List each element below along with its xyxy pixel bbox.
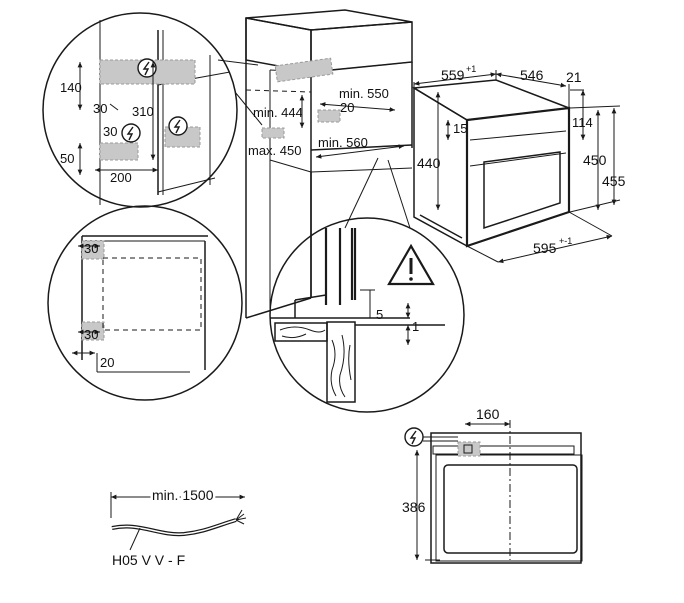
dim-595: 595 — [533, 240, 557, 256]
dim-140: 140 — [60, 80, 82, 95]
dim-15: 15 — [453, 121, 467, 136]
dim-386: 386 — [402, 499, 426, 515]
dim-50: 50 — [60, 151, 74, 166]
detail-mid-left: 30 30 20 — [47, 205, 243, 401]
cable: min. 1500 H05 V V - F — [110, 485, 247, 568]
cabinet: min. 444 min. 550 20 max. 450 min. 560 — [245, 9, 413, 320]
oven: 559 +1 546 21 15 440 114 450 455 595 +-1 — [411, 64, 626, 264]
dim-min-550: min. 550 — [339, 86, 389, 101]
dim-30-a: 30 — [93, 101, 107, 116]
dim-30-top: 30 — [84, 241, 98, 256]
dim-20-cabinet: 20 — [340, 100, 354, 115]
detail-top-left: 140 30 310 30 50 200 — [42, 12, 238, 208]
dim-max-450: max. 450 — [248, 143, 301, 158]
dim-1: 1 — [412, 319, 419, 334]
warning-triangle-icon — [387, 243, 435, 286]
dim-440: 440 — [417, 155, 441, 171]
cable-min-length: min. 1500 — [152, 487, 214, 503]
dim-455: 455 — [602, 173, 626, 189]
dim-160: 160 — [476, 406, 500, 422]
dim-595-tolerance: +-1 — [559, 236, 572, 246]
dim-5: 5 — [376, 307, 383, 322]
electric-symbol-icon — [121, 123, 141, 143]
cable-type-label: H05 V V - F — [112, 552, 185, 568]
detail-center: 5 1 — [269, 157, 465, 413]
dim-min-444: min. 444 — [253, 105, 303, 120]
electric-symbol-icon — [168, 116, 188, 136]
dim-21: 21 — [566, 69, 582, 85]
dim-450: 450 — [583, 152, 607, 168]
dim-20-mid: 20 — [100, 355, 114, 370]
dim-546: 546 — [520, 67, 544, 83]
dim-559-tolerance: +1 — [466, 64, 476, 74]
electric-symbol-icon — [404, 427, 424, 447]
socket-zone-bottom — [99, 142, 139, 161]
dim-310: 310 — [132, 104, 154, 119]
dim-114: 114 — [572, 115, 593, 130]
dim-559: 559 — [441, 67, 465, 83]
dim-30-bottom: 30 — [84, 327, 98, 342]
dim-30-b: 30 — [103, 124, 117, 139]
dim-200: 200 — [110, 170, 132, 185]
dim-min-560: min. 560 — [318, 135, 368, 150]
socket-view: 160 386 — [402, 406, 583, 564]
